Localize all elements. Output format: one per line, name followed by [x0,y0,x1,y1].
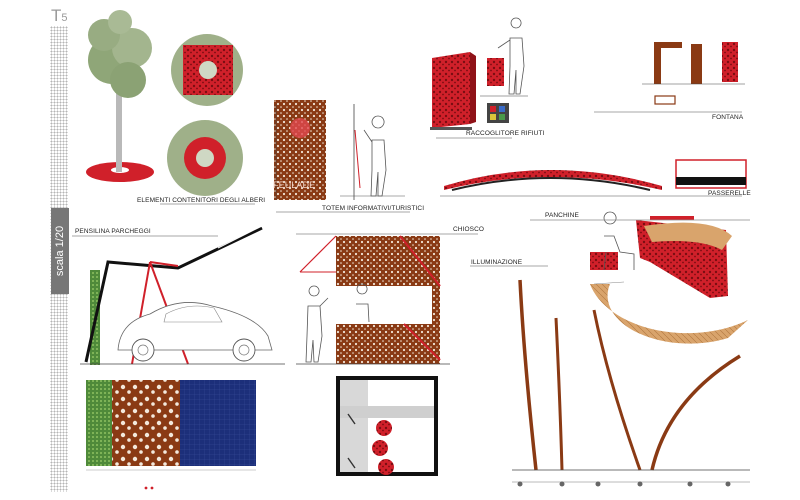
label-waste-collector: RACCOGLITORE RIFIUTI [466,130,545,137]
lighting-drawing [512,279,750,487]
kiosk-plan [336,376,438,476]
label-totem: TOTEM INFORMATIVI/TURISTICI [322,205,425,212]
bench-plan [590,281,748,344]
parking-plan [86,380,256,490]
fountain-drawing [642,42,745,105]
label-benches: PANCHINE [545,212,579,219]
label-fountain: FONTANA [712,114,744,121]
label-tree-containers: ELEMENTI CONTENITORI DEGLI ALBERI [137,197,266,204]
scale-box [51,208,69,294]
walkway-drawing [444,159,747,191]
waste-collector-drawing [430,17,528,130]
label-kiosk: CHIOSCO [453,226,485,233]
totem-drawing [274,100,405,200]
label-parking-shelter: PENSILINA PARCHEGGI [75,228,151,235]
totem-sign-text: FEULADE [273,180,316,190]
sheet-code-letter: T [51,6,62,25]
tree-elevation [86,10,154,182]
parking-shelter-drawing [80,225,285,365]
tree-plan-square [171,34,243,106]
label-lighting: ILLUMINAZIONE [471,259,523,266]
sheet-code-number: 5 [61,12,68,24]
tree-plan-round [167,120,243,196]
kiosk-elevation [296,235,450,365]
label-walkways: PASSERELLE [708,190,751,197]
sheet-code: T5 [51,6,68,26]
bench-elevation [590,211,732,298]
